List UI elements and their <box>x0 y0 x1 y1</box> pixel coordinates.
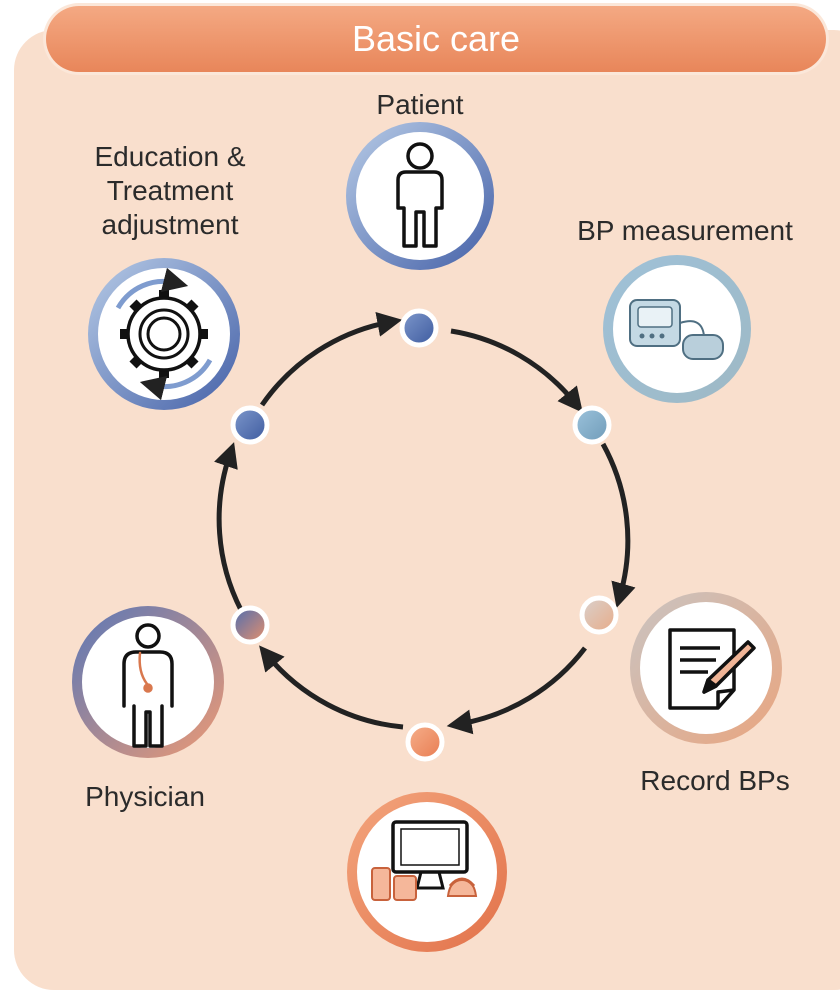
label-education-line-2: Treatment <box>106 175 234 206</box>
label-education-line-1: Education & <box>94 141 246 172</box>
arrow-record-to-delivery <box>446 646 587 735</box>
notepad-pencil-icon <box>668 628 756 710</box>
cycle-graphic <box>72 122 782 952</box>
label-patient: Patient <box>376 89 464 120</box>
arrow-physician-to-education <box>214 442 244 612</box>
dot-bp <box>572 405 612 445</box>
label-bp-measurement: BP measurement <box>577 215 793 246</box>
diagram-canvas: Basic care <box>14 6 840 990</box>
arrow-patient-to-bp <box>450 328 583 413</box>
label-physician: Physician <box>85 781 205 812</box>
node-physician <box>72 606 224 758</box>
dot-patient <box>399 308 439 348</box>
cycle-arrows <box>214 312 636 735</box>
label-record-bps: Record BPs <box>640 765 790 796</box>
person-icon <box>396 142 444 248</box>
arrow-bp-to-record <box>600 442 636 609</box>
node-patient <box>346 122 494 270</box>
gear-icon <box>115 267 213 401</box>
dot-delivery <box>405 722 445 762</box>
label-education-treatment: Education & Treatment adjustment <box>70 140 270 242</box>
node-bp-measurement <box>603 255 751 403</box>
arrow-education-to-patient <box>259 312 403 407</box>
diagram-title: Basic care <box>351 18 521 59</box>
blood-pressure-monitor-icon <box>629 299 724 360</box>
dot-education <box>230 405 270 445</box>
node-education-treatment <box>88 258 240 410</box>
devices-icon <box>371 820 478 901</box>
node-record-bps <box>630 592 782 744</box>
dot-physician <box>230 605 270 645</box>
title-banner: Basic care <box>46 6 826 72</box>
dot-record <box>579 595 619 635</box>
arrow-delivery-to-physician <box>259 645 404 730</box>
label-education-line-3: adjustment <box>101 209 239 240</box>
doctor-icon <box>122 623 174 748</box>
node-communication <box>347 792 507 952</box>
cycle-dots <box>230 308 619 762</box>
